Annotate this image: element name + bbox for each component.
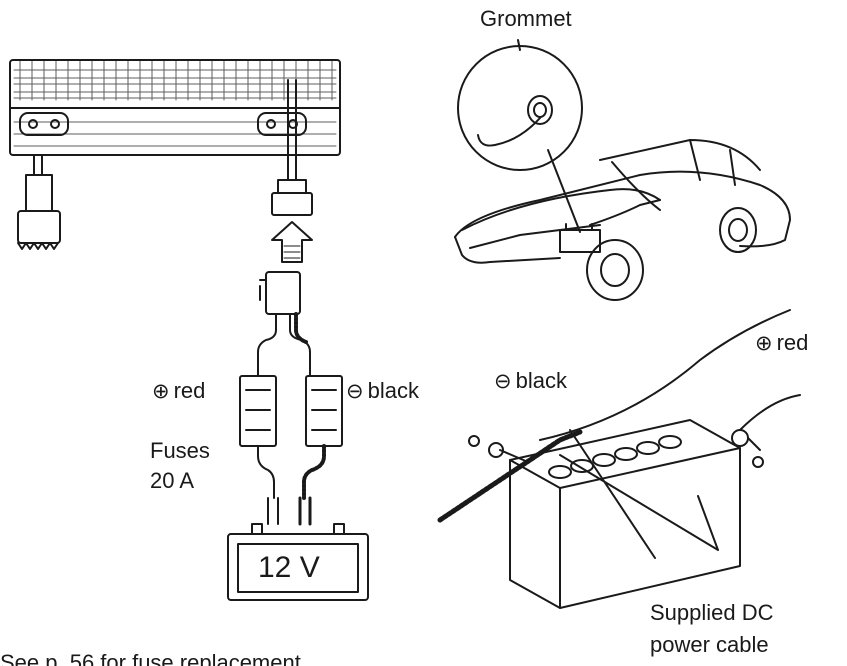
car-plus-red-label: ⊕red	[755, 332, 808, 354]
car-black-text: black	[515, 368, 567, 393]
fuses-rating-label: 20 A	[150, 468, 195, 493]
car-battery-icon	[437, 309, 801, 609]
plus-symbol: ⊕	[152, 379, 170, 403]
grommet-icon	[457, 39, 583, 171]
car-minus-black-label: ⊖black	[494, 370, 567, 392]
car-plus-symbol: ⊕	[755, 331, 773, 355]
radio-unit-icon	[9, 59, 341, 250]
red-text: red	[173, 378, 206, 403]
minus-symbol: ⊖	[346, 379, 364, 403]
supplied-dc-label: Supplied DC	[650, 600, 774, 625]
footer-note: See p. 56 for fuse replacement	[0, 652, 301, 666]
fuses-label: Fuses	[150, 438, 210, 463]
fuse-holder-icon	[239, 271, 343, 526]
car-red-text: red	[776, 330, 809, 355]
car-minus-symbol: ⊖	[494, 369, 512, 393]
battery-icon	[227, 523, 369, 601]
car-icon	[454, 139, 791, 301]
black-text: black	[367, 378, 419, 403]
up-arrow-icon	[271, 221, 313, 263]
plus-red-label: ⊕red	[152, 380, 205, 402]
power-cable-label: power cable	[650, 632, 769, 657]
minus-black-label: ⊖black	[346, 380, 419, 402]
battery-voltage-label: 12 V	[258, 551, 320, 584]
grommet-label: Grommet	[480, 6, 572, 31]
